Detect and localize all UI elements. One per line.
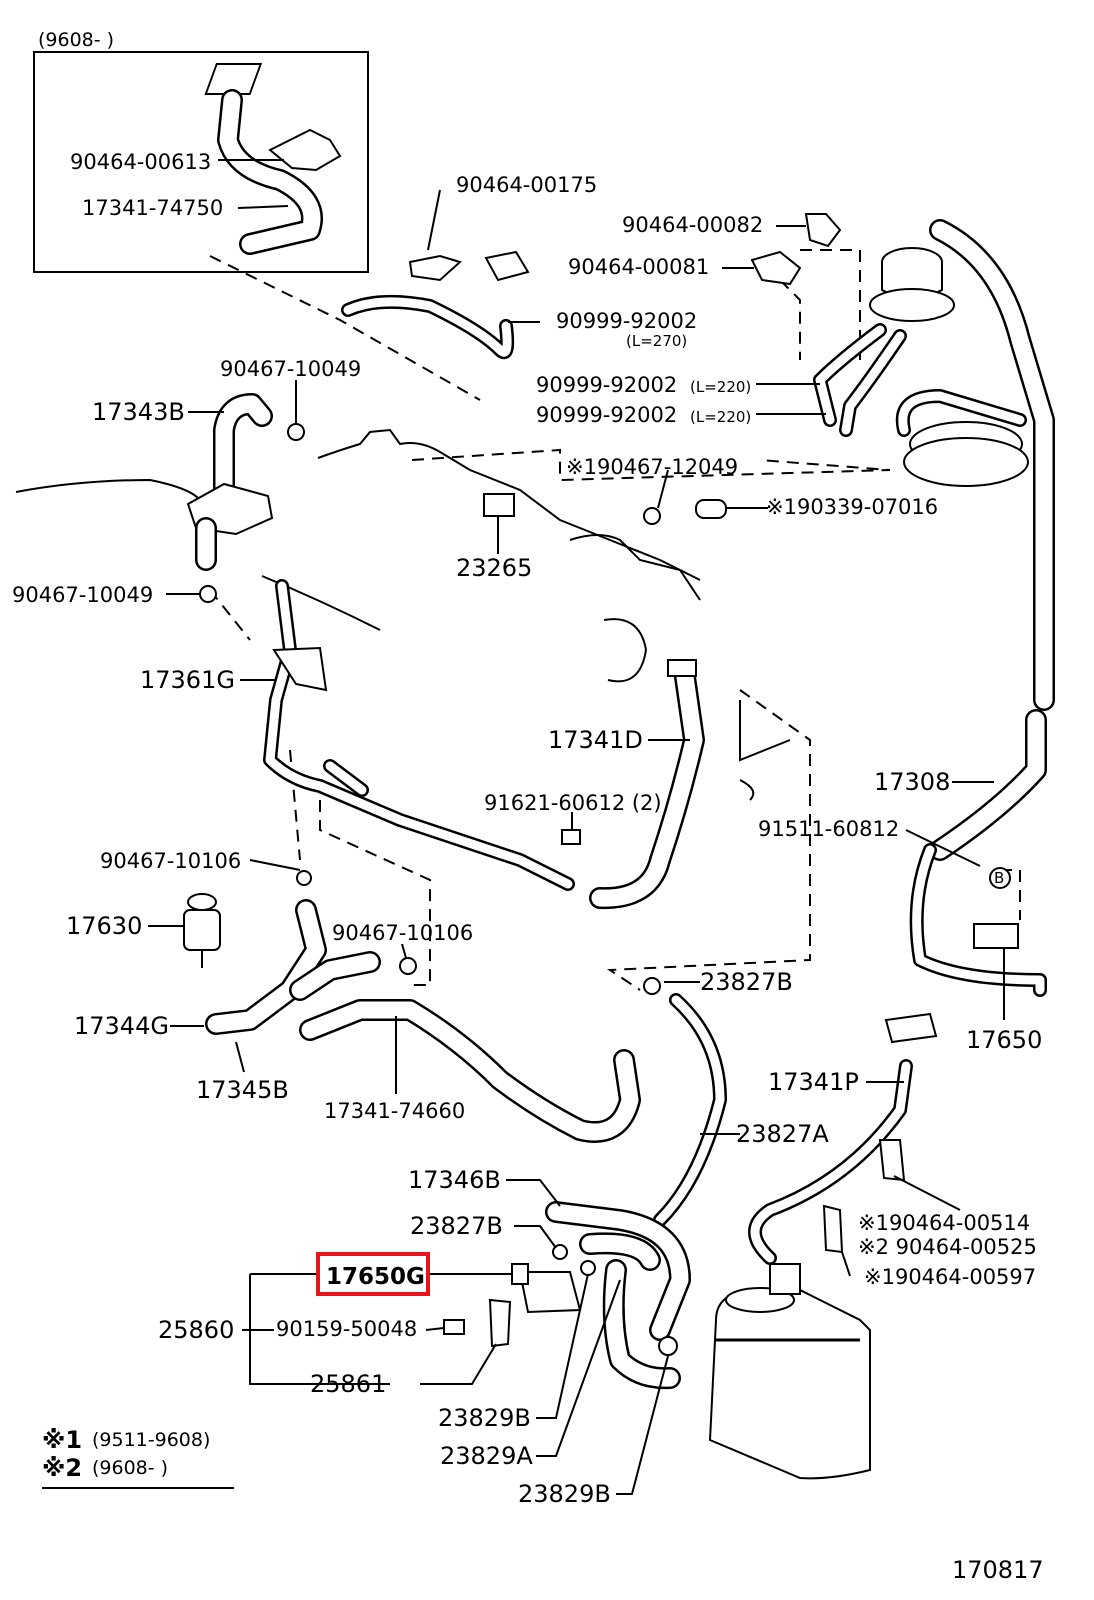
label-190339-07016: ※190339-07016: [766, 495, 938, 519]
label-17341-74660: 17341-74660: [324, 1099, 465, 1123]
label-90999-92002-b: 90999-92002: [536, 373, 677, 397]
dashed-reference-lines: [209, 249, 1021, 991]
highlight-box: [316, 1252, 430, 1296]
inset-label-17341-74750: 17341-74750: [82, 196, 223, 220]
label-17650G[interactable]: 17650G: [326, 1264, 425, 1290]
label-90999-92002-a: 90999-92002: [556, 309, 697, 333]
label-17650: 17650: [966, 1026, 1042, 1054]
label-17308: 17308: [874, 768, 950, 796]
leader-lines: [148, 189, 1005, 1495]
label-25861: 25861: [310, 1370, 386, 1398]
label-23827B-a: 23827B: [700, 968, 793, 996]
label-17346B: 17346B: [408, 1166, 501, 1194]
label-91621-60612: 91621-60612 (2): [484, 791, 662, 815]
inset-box: (9608- ) 90464-00613 17341-74750: [33, 29, 369, 273]
part-labels: 90464-00175 90464-00082 90464-00081 9099…: [12, 173, 1042, 1508]
note1-mark: ※1: [42, 1426, 82, 1454]
label-length-220-b: (L=220): [690, 408, 751, 426]
diagram-id: 170817: [952, 1556, 1044, 1584]
label-17344G: 17344G: [74, 1012, 169, 1040]
label-90467-10049-a: 90467-10049: [220, 357, 361, 381]
label-23829B-b: 23829B: [518, 1480, 611, 1508]
label-length-270: (L=270): [626, 332, 687, 350]
label-90159-50048: 90159-50048: [276, 1317, 417, 1341]
label-23827A: 23827A: [736, 1120, 829, 1148]
label-17361G: 17361G: [140, 666, 235, 694]
label-23829B-a: 23829B: [438, 1404, 531, 1432]
label-190464-00597: ※190464-00597: [864, 1265, 1036, 1289]
note2-mark: ※2: [42, 1454, 82, 1482]
note2-range: (9608- ): [92, 1457, 168, 1479]
label-17345B: 17345B: [196, 1076, 289, 1104]
engine-outline: [15, 428, 791, 801]
hoses: [186, 219, 1055, 1390]
label-90464-00081: 90464-00081: [568, 255, 709, 279]
label-25860: 25860: [158, 1316, 234, 1344]
label-90467-10049-b: 90467-10049: [12, 583, 153, 607]
label-190464-00514: ※190464-00514: [858, 1211, 1030, 1235]
inset-label-90464-00613: 90464-00613: [70, 150, 211, 174]
label-17343B: 17343B: [92, 398, 185, 426]
label-17341D: 17341D: [548, 726, 643, 754]
legend: ※1 (9511-9608) ※2 (9608- ): [42, 1426, 234, 1489]
label-length-220-a: (L=220): [690, 378, 751, 396]
label-17341P: 17341P: [768, 1068, 859, 1096]
label-90467-10106-b: 90467-10106: [332, 921, 473, 945]
components: B: [183, 213, 1029, 1480]
label-90467-10106-a: 90467-10106: [100, 849, 241, 873]
label-190467-12049: ※190467-12049: [566, 455, 738, 479]
label-23265: 23265: [456, 554, 532, 582]
label-90464-00175: 90464-00175: [456, 173, 597, 197]
inset-date-range: (9608- ): [38, 29, 114, 51]
marker-b: B: [994, 869, 1004, 887]
highlighted-part-17650G[interactable]: 17650G: [316, 1252, 430, 1296]
label-17630: 17630: [66, 912, 142, 940]
label-91511-60812: 91511-60812: [758, 817, 899, 841]
label-90999-92002-c: 90999-92002: [536, 403, 677, 427]
label-23829A: 23829A: [440, 1442, 533, 1470]
note1-range: (9511-9608): [92, 1429, 210, 1451]
label-90464-00082: 90464-00082: [622, 213, 763, 237]
label-2-90464-00525: ※2 90464-00525: [858, 1235, 1037, 1259]
label-23827B-b: 23827B: [410, 1212, 503, 1240]
